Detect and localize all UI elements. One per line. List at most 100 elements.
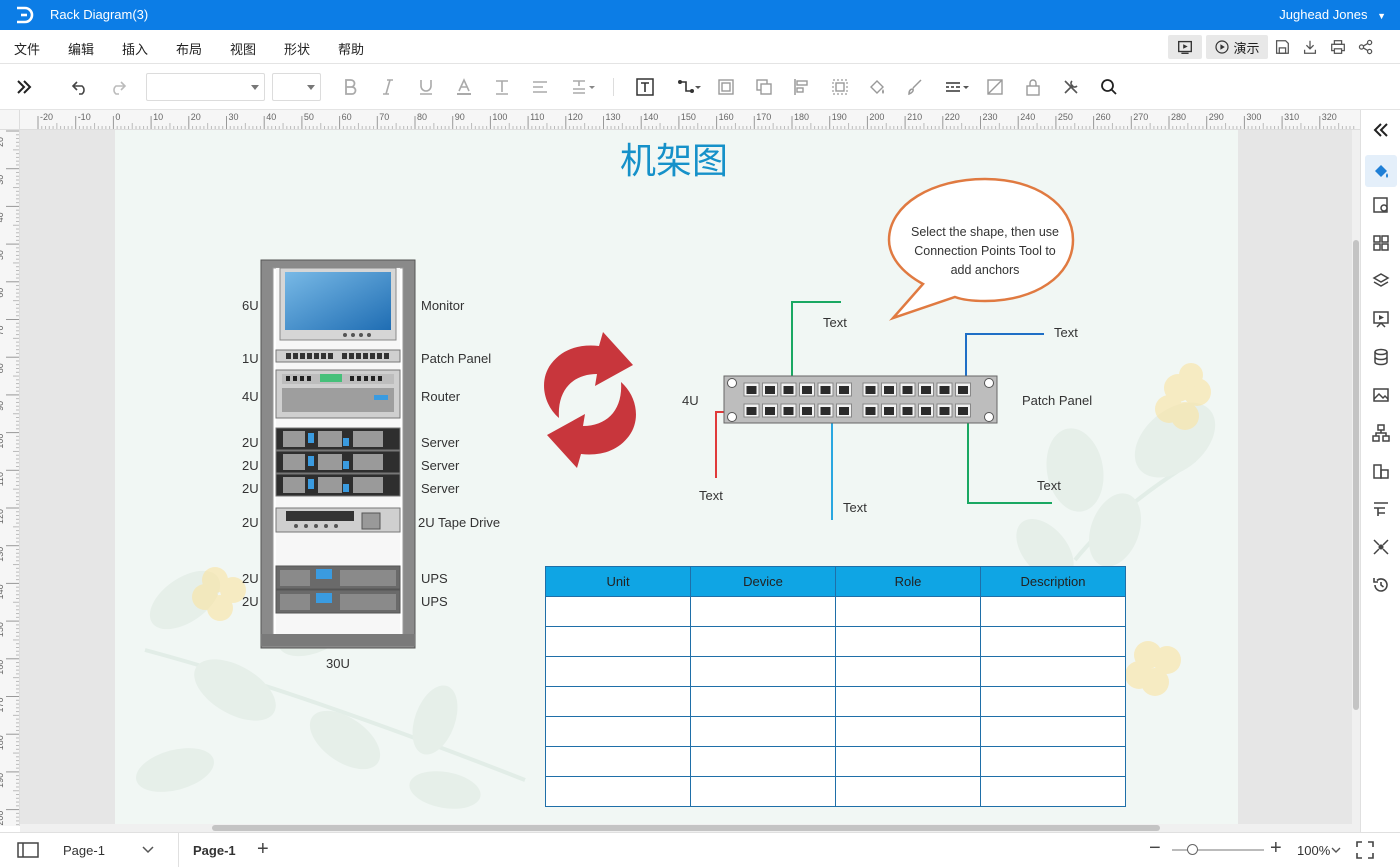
outline-panel-button[interactable] [1370,498,1392,520]
save-icon[interactable] [1273,38,1291,56]
menu-shape[interactable]: 形状 [284,42,311,57]
align-button[interactable] [529,76,551,98]
table-cell[interactable] [835,776,981,807]
ethernet-port[interactable] [921,386,931,394]
table-cell[interactable] [835,716,981,747]
ethernet-port[interactable] [765,386,775,394]
rack-device-label[interactable]: Monitor [421,298,465,313]
menu-view[interactable]: 视图 [230,42,257,57]
menu-edit[interactable]: 编辑 [68,42,95,57]
rack-unit-size-label[interactable]: 2U [242,458,259,473]
rack-device-label[interactable]: Patch Panel [421,351,492,366]
tools-button[interactable] [1060,76,1082,98]
ethernet-port[interactable] [820,407,831,415]
group-button[interactable] [829,76,851,98]
page-tab-active[interactable]: Page-1 [193,843,236,858]
menu-help[interactable]: 帮助 [338,42,365,57]
patch-panel-unit[interactable] [275,349,401,363]
image-panel-button[interactable] [1370,384,1392,406]
table-cell[interactable] [690,656,836,687]
rack-unit-size-label[interactable]: 1U [242,351,259,366]
page-panel-icon[interactable] [17,842,39,858]
device-table[interactable]: Unit Device Role Description [545,566,1126,807]
menu-file[interactable]: 文件 [14,42,41,57]
font-family-select[interactable] [146,73,265,101]
table-cell[interactable] [835,656,981,687]
rack-device-label[interactable]: 2U Tape Drive [418,515,501,530]
bold-button[interactable] [339,76,361,98]
rack-device-label[interactable]: Server [421,481,460,496]
table-cell[interactable] [545,716,691,747]
history-panel-button[interactable] [1370,574,1392,596]
vertical-scroll-thumb[interactable] [1353,240,1359,710]
app-logo-icon[interactable] [14,5,36,25]
tape-drive-unit[interactable] [275,507,401,533]
zoom-out-icon[interactable]: − [1149,837,1161,859]
callout-text[interactable]: Select the shape, then use Connection Po… [895,223,1075,280]
table-cell[interactable] [545,776,691,807]
zoom-slider-track[interactable] [1172,849,1264,851]
print-icon[interactable] [1329,38,1347,56]
line-color-button[interactable] [904,76,926,98]
table-cell[interactable] [835,626,981,657]
connector-text-label[interactable]: Text [1054,325,1078,340]
connector-text-label[interactable]: Text [843,500,867,515]
table-cell[interactable] [980,746,1126,777]
table-cell[interactable] [980,596,1126,627]
page-select[interactable]: Page-1 [63,843,105,858]
collapse-panel-button[interactable] [13,76,35,98]
callout-bubble[interactable] [885,176,1085,326]
server-rack[interactable] [256,258,426,658]
ethernet-port[interactable] [884,407,894,415]
fill-button[interactable] [866,76,888,98]
download-icon[interactable] [1301,38,1319,56]
horizontal-scrollbar[interactable] [20,824,1360,832]
table-header-cell[interactable]: Role [835,566,981,597]
rack-unit-size-label[interactable]: 4U [242,389,259,404]
share-icon[interactable] [1357,38,1375,56]
text-box-button[interactable] [634,76,656,98]
bring-front-button[interactable] [715,76,737,98]
layers-panel-button[interactable] [1370,270,1392,292]
rack-unit-size-label[interactable]: 6U [242,298,259,313]
rack-device-label[interactable]: Server [421,435,460,450]
ups-units[interactable] [275,565,401,614]
line-spacing-button[interactable] [568,76,598,98]
ethernet-port[interactable] [921,407,931,415]
zoom-slider-handle[interactable] [1187,844,1198,855]
send-back-button[interactable] [753,76,775,98]
table-cell[interactable] [690,626,836,657]
mind-map-panel-button[interactable] [1370,460,1392,482]
shadow-button[interactable] [984,76,1006,98]
user-menu[interactable]: Jughead Jones ▼ [1279,7,1386,22]
italic-button[interactable] [377,76,399,98]
table-header-cell[interactable]: Unit [545,566,691,597]
properties-panel-button[interactable] [1370,194,1392,216]
table-cell[interactable] [980,656,1126,687]
table-cell[interactable] [545,626,691,657]
ethernet-port[interactable] [958,386,968,394]
ethernet-port[interactable] [939,407,950,415]
diagram-page[interactable]: 机架图 [115,130,1238,824]
chevron-down-icon[interactable] [1331,847,1341,854]
rack-device-label[interactable]: UPS [421,571,448,586]
ethernet-port[interactable] [884,386,894,394]
connector-text-label[interactable]: Text [699,488,723,503]
search-button[interactable] [1098,76,1120,98]
ethernet-port[interactable] [958,407,968,415]
undo-button[interactable] [69,76,91,98]
text-style-button[interactable] [491,76,513,98]
patch-panel-size-label[interactable]: 4U [682,393,699,408]
rack-device-label[interactable]: Router [421,389,461,404]
table-cell[interactable] [690,596,836,627]
table-cell[interactable] [545,686,691,717]
table-cell[interactable] [690,746,836,777]
ethernet-port[interactable] [865,386,876,394]
line-style-button[interactable] [942,76,972,98]
ethernet-port[interactable] [839,407,849,415]
ethernet-port[interactable] [783,386,794,394]
presentation-panel-button[interactable] [1370,308,1392,330]
ethernet-port[interactable] [902,407,913,415]
table-header-cell[interactable]: Device [690,566,836,597]
org-chart-panel-button[interactable] [1370,422,1392,444]
